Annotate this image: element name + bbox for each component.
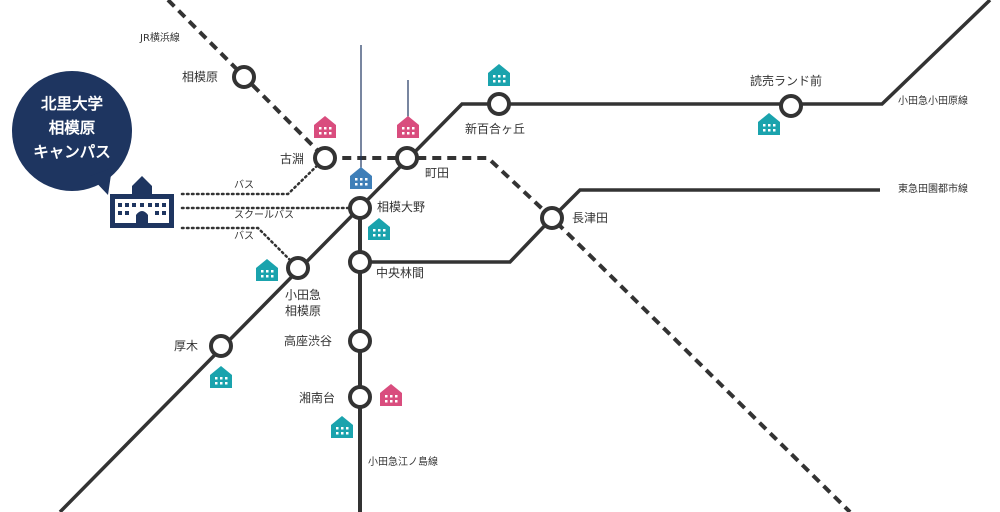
station-marker-machida[interactable] (395, 146, 419, 170)
station-marker-chuo-rinkan[interactable] (348, 250, 372, 274)
line-label-odakyu-enoshima: 小田急江ノ島線 (368, 457, 438, 468)
bus-routes (180, 156, 362, 270)
bus-label: バス (234, 180, 254, 191)
house-icon[interactable] (758, 113, 780, 135)
campus-name: 北里大学 相模原 キャンパス (12, 92, 132, 164)
station-marker-nagatsuta[interactable] (540, 206, 564, 230)
house-icon[interactable] (488, 64, 510, 86)
bus-route-kobuchi (180, 156, 327, 196)
house-icon[interactable] (368, 218, 390, 240)
station-label-odakyu-sagamihara[interactable]: 小田急 相模原 (285, 287, 321, 319)
bus-label: バス (234, 231, 254, 242)
stations (209, 65, 803, 409)
station-label-shin-yurigaoka[interactable]: 新百合ヶ丘 (465, 122, 526, 136)
house-icon[interactable] (380, 384, 402, 406)
school-building-icon[interactable] (110, 176, 174, 228)
house-icon[interactable] (314, 116, 336, 138)
house-icon[interactable] (331, 416, 353, 438)
odakyu-odawara-line (58, 0, 992, 512)
station-marker-shin-yurigaoka[interactable] (487, 92, 511, 116)
line-label-tokyu-denentoshi: 東急田園都市線 (898, 184, 968, 195)
campus-name-line: 相模原 (48, 119, 96, 137)
station-label-chuo-rinkan[interactable]: 中央林間 (376, 266, 425, 280)
station-label-yomiuri-land-mae[interactable]: 読売ランド前 (750, 74, 823, 88)
house-icon[interactable] (256, 259, 278, 281)
station-marker-kobuchi[interactable] (313, 146, 337, 170)
station-label-line: 小田急 (285, 288, 322, 302)
station-marker-shonandai[interactable] (348, 385, 372, 409)
station-label-nagatsuta[interactable]: 長津田 (572, 211, 609, 225)
station-marker-atsugi[interactable] (209, 334, 233, 358)
station-label-koza-shibuya[interactable]: 高座渋谷 (284, 334, 333, 348)
housing-markers (210, 64, 780, 438)
station-label-atsugi[interactable]: 厚木 (174, 339, 199, 353)
station-label-shonandai[interactable]: 湘南台 (299, 391, 336, 405)
house-icon[interactable] (350, 167, 372, 189)
campus-name-line: 北里大学 (40, 95, 103, 113)
station-label-kobuchi[interactable]: 古淵 (280, 152, 305, 166)
station-label-machida[interactable]: 町田 (425, 166, 450, 180)
school-bus-label: スクールバス (234, 210, 294, 221)
tokyu-denentoshi-line (360, 188, 880, 264)
line-label-jr-yokohama: JR横浜線 (140, 33, 180, 44)
bus-route-odakyu-sagamihara (180, 226, 300, 270)
campus-bubble (12, 71, 132, 195)
station-marker-sagamihara[interactable] (232, 65, 256, 89)
station-marker-yomiuri-land-mae[interactable] (779, 94, 803, 118)
station-label-sagamihara[interactable]: 相模原 (182, 70, 219, 84)
line-label-odakyu-odawara: 小田急小田原線 (898, 96, 968, 107)
station-label-line: 相模原 (285, 304, 322, 318)
house-icon[interactable] (397, 116, 419, 138)
station-marker-koza-shibuya[interactable] (348, 329, 372, 353)
campus-name-line: キャンパス (33, 143, 111, 161)
house-icon[interactable] (210, 366, 232, 388)
station-marker-sagami-ono[interactable] (348, 196, 372, 220)
station-marker-odakyu-sagamihara[interactable] (286, 256, 310, 280)
station-label-sagami-ono[interactable]: 相模大野 (377, 200, 426, 214)
